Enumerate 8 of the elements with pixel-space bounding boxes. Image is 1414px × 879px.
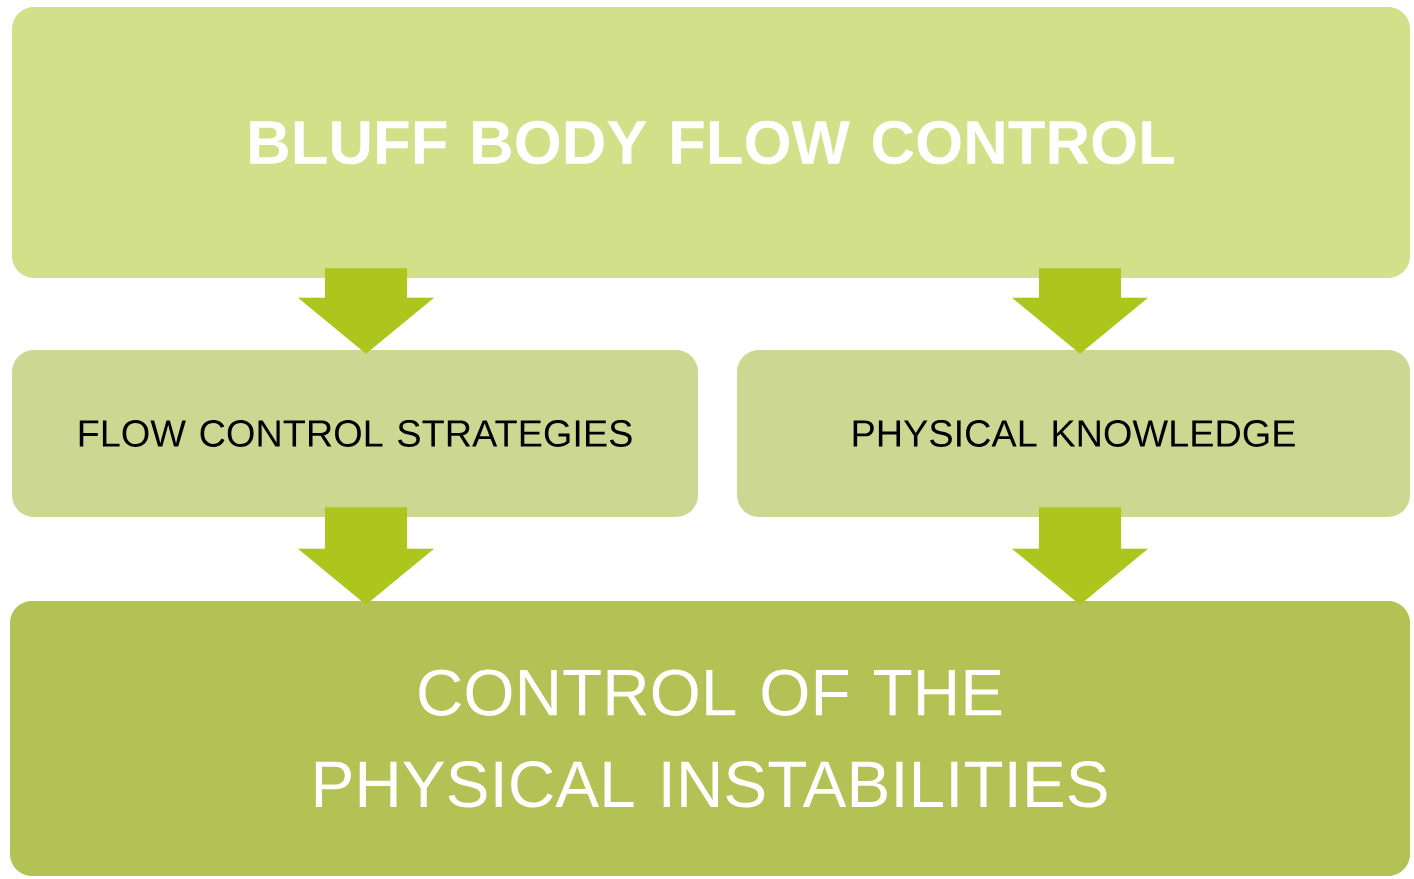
block-arrow xyxy=(297,507,435,605)
block-arrow xyxy=(1011,507,1149,605)
result-box: CONTROL OF THE PHYSICAL INSTABILITIES xyxy=(10,601,1411,876)
title-box: BLUFF BODY FLOW CONTROL xyxy=(12,7,1411,278)
block-arrow xyxy=(1011,268,1149,354)
knowledge-box: PHYSICAL KNOWLEDGE xyxy=(737,350,1410,517)
strategy-box: FLOW CONTROL STRATEGIES xyxy=(12,350,698,517)
block-arrow xyxy=(297,268,435,354)
